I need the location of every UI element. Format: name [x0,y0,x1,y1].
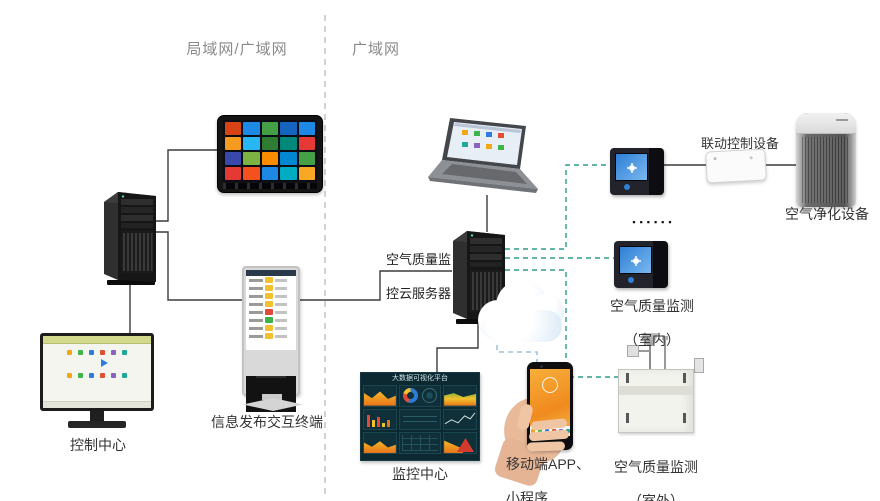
weather-icon [542,377,558,393]
monitoring-center-label: 监控中心 [392,466,448,482]
cloud-icon [476,278,568,348]
cloud-server-label: 空气质量监 控云服务器 [386,252,452,301]
sensor-arm [632,350,650,352]
cloud-server-tower [451,227,509,332]
side-sensor-box [694,358,704,373]
triangle-chart [457,437,474,452]
indoor-monitor-device-top [610,148,664,195]
indoor-monitor-label: 空气质量监测 （室内） [610,298,694,348]
control-center-label: 控制中心 [70,437,126,453]
kiosk-base [243,398,303,411]
indoor-monitor-device [614,241,668,288]
more-devices-ellipsis: ▪▪▪▪▪▪ [632,217,676,227]
tablet-taskbar [223,183,317,189]
control-center-screen [43,336,151,408]
linkage-device-label: 联动控制设备 [700,136,779,151]
purifier-mesh [802,137,850,203]
link-kiosk-cloudserver [299,270,452,301]
kiosk-screen [246,270,296,350]
monitor-stand-base [68,421,126,428]
link-cloudserver-dashboard [436,310,479,373]
monitoring-dashboard-screen: 大数据可视化平台 [360,372,480,461]
kiosk-table [246,276,296,340]
link-lanserver-kiosk [156,231,243,301]
control-center-monitor [40,333,154,411]
link-cloudserver-outdoor [505,269,618,378]
purifier-top-panel [796,113,856,134]
purifier-logo [836,119,848,121]
outdoor-monitor-cabinet [618,369,694,433]
zone-label-wan: 广域网 [351,41,400,58]
dashboard-charts [361,385,479,456]
zone-label-lan: 局域网/广域网 [186,41,288,58]
link-lanserver-tablet [156,149,218,222]
indoor-monitor-screen-2 [619,246,652,274]
arrow-icon [101,359,112,367]
indoor-monitor-screen [615,153,648,181]
app-icon-row-2 [43,373,151,378]
sampler-pole [649,344,651,370]
tablet-tiles [223,120,317,182]
kiosk-label: 信息发布交互终端 [211,414,323,430]
mobile-app-label: 移动端APP、 小程序 [506,456,591,501]
kiosk-base-neck [262,394,282,400]
monitor-stand-neck [90,411,104,422]
link-cloudserver-indoor-top [505,164,610,250]
antenna-pole [662,336,668,370]
bar-chart [364,410,396,430]
air-purifier [796,113,856,207]
phone-camera-dot [540,365,543,368]
outdoor-monitor-label: 空气质量监测 （室外） [614,459,698,501]
laptop [428,116,542,203]
info-kiosk [242,266,300,412]
os-logo-icon-2 [633,258,639,264]
linkage-control-device [705,148,767,184]
app-window-titlebar [43,336,151,344]
lan-server-tower [102,188,160,293]
os-logo-icon [629,165,635,171]
sensor-box [627,345,639,357]
link-cloud-mobile [496,300,538,366]
kiosk-screen-header [246,270,296,276]
air-purifier-label: 空气净化设备 [785,206,869,222]
cabinet-label-band [619,386,693,395]
device-button-2 [628,277,634,283]
touch-tablet [217,115,323,193]
radar-chart [421,388,437,404]
app-icon-row [43,350,151,355]
app-statusbar [43,401,151,408]
donut-chart [402,388,418,404]
device-button [624,184,630,190]
dashboard-title: 大数据可视化平台 [392,375,448,382]
